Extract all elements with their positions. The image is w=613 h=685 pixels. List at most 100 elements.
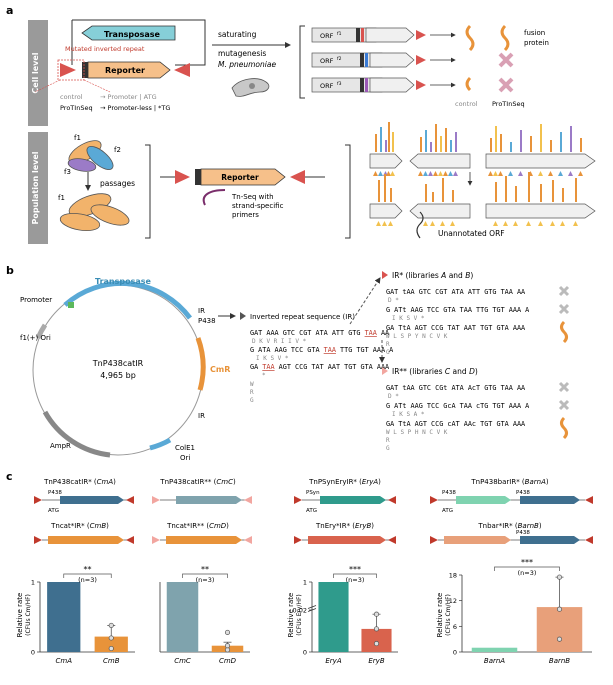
data-point: [556, 636, 563, 642]
track1-insertion-mark: [493, 171, 498, 176]
construct-barna: TnP438barIR* (BarnA) P438 P438 ATG: [430, 478, 593, 514]
irstar-seq-2: G ATt AAG TCC GTA TAA TTG TGT AAA A: [386, 306, 529, 314]
ir-left: [60, 63, 76, 77]
svg-text:Tncat*IR** (CmD): Tncat*IR** (CmD): [166, 522, 229, 530]
ir-title: Inverted repeat sequence (IR): [250, 313, 355, 321]
data-point: [224, 629, 231, 635]
tnseq-diagram: Reporter: [160, 168, 325, 206]
track1-insertion-mark: [498, 171, 503, 176]
plasmid-ori: Ori: [180, 454, 190, 462]
cell-level-label: Cell level: [31, 52, 40, 93]
track1-insertion-mark: [386, 171, 391, 176]
track1-insertion-mark: [373, 171, 378, 176]
y-tick-label: 1: [31, 579, 35, 587]
construct-barnb: Tnbar*IR* (BarnB) P438: [430, 522, 593, 544]
irstar-outcome-icons: [558, 285, 570, 344]
track1-read-bar: [455, 132, 457, 152]
organism-label: M. pneumoniae: [218, 60, 276, 69]
f-label-3: f3: [64, 168, 71, 176]
significance-stars: ***: [521, 558, 533, 567]
plasmid-transposase: Transposase: [95, 277, 152, 286]
tnseq-line-2: strand-specific: [232, 202, 284, 210]
ir-seq-3-stop: TAA: [262, 363, 274, 371]
track1-read-bar: [490, 138, 492, 152]
x-tick-label: BarnA: [484, 657, 505, 665]
x-tick-label: CmC: [174, 657, 191, 665]
svg-text:TnPSynEryIR* (EryA): TnPSynEryIR* (EryA): [308, 478, 381, 486]
construct-cmd: Tncat*IR** (CmD): [152, 522, 252, 544]
orf-label-1: ORF: [320, 32, 334, 40]
track2-read-bar: [575, 178, 577, 202]
data-point: [224, 643, 231, 649]
track2-insertion-mark: [550, 221, 555, 226]
x-tick-label: CmD: [219, 657, 237, 665]
protinseq-col-label: ProTInSeq: [492, 100, 525, 108]
ir-seq-3-pre: GA: [250, 363, 262, 371]
svg-text:P438: P438: [442, 490, 456, 496]
irstar2-aa-2: I K S A *: [392, 411, 425, 418]
reporter-arrow: [87, 61, 171, 79]
track1-insertion-mark: [518, 171, 523, 176]
irstar2-seq-1: GAT tAA GTC CGt ATA AcT GTG TAA AA: [386, 384, 525, 392]
svg-text:TnP438catIR* (CmA): TnP438catIR* (CmA): [43, 478, 116, 486]
track2-read-bar: [442, 178, 444, 202]
svg-text:P438: P438: [516, 490, 530, 496]
track1-read-bar: [500, 134, 502, 152]
svg-text:ATG: ATG: [48, 508, 59, 514]
axis-break: [307, 605, 317, 612]
ir-aa-2: I K S V *: [256, 355, 289, 362]
track2-read-bar: [390, 188, 392, 202]
track2-insertion-mark: [503, 221, 508, 226]
significance-stars: **: [201, 565, 209, 574]
svg-text:GA TAA AGT CCG TAT AAT TGT GTA: GA TAA AGT CCG TAT AAT TGT GTA AAA: [250, 363, 389, 371]
y-tick-label: 1: [303, 579, 307, 587]
bar-erya: [318, 582, 349, 652]
ir-seq-3-post: AGT CCG TAT AAT TGT GTA AAA: [275, 363, 390, 371]
svg-text:TnP438barIR* (BarnA): TnP438barIR* (BarnA): [470, 478, 549, 486]
f-label-4: f1: [58, 194, 65, 202]
cell-level-band: [28, 20, 48, 126]
track1-read-bar: [520, 130, 522, 152]
orf-row-1: ORF f1: [311, 27, 426, 43]
ir-aa-3: *: [262, 372, 266, 379]
track1-insertion-mark: [568, 171, 573, 176]
track2-insertion-mark: [382, 221, 387, 226]
svg-text:GAT AAA GTC CGT ATA ATT GTG TA: GAT AAA GTC CGT ATA ATT GTG TAA AA: [250, 329, 389, 337]
data-point: [373, 611, 380, 617]
ir-seq-1-pre: GAT AAA GTC CGT ATA ATT GTG: [250, 329, 365, 337]
track1-read-bar: [550, 140, 552, 152]
ir-extra-aa-2: R: [250, 389, 254, 396]
track2-read-bar: [425, 184, 427, 202]
track1-insertion-mark: [418, 171, 423, 176]
reporter-label-2: Reporter: [221, 173, 259, 182]
bar-cmc: [166, 582, 199, 652]
irstar2-title: IR** (libraries C and D): [392, 367, 478, 376]
track1-insertion-mark: [438, 171, 443, 176]
data-point: [556, 606, 563, 612]
genome-track-2: [369, 172, 596, 226]
track2-insertion-mark: [440, 221, 445, 226]
track2-insertion-mark: [538, 221, 543, 226]
track1-read-bar: [450, 140, 452, 152]
panel-a-letter: a: [6, 4, 13, 17]
control-line-a: control: [60, 93, 83, 101]
svg-text:TnEry*IR* (EryB): TnEry*IR* (EryB): [315, 522, 374, 530]
data-point: [373, 626, 380, 632]
track1-insertion-mark: [433, 171, 438, 176]
irstar2-extra-2: G: [386, 445, 390, 452]
track1-insertion-mark: [378, 171, 383, 176]
orf-sup-1: f1: [337, 31, 342, 37]
protinseq-line-a: ProTInSeq: [60, 104, 93, 112]
track2-read-bar: [528, 172, 530, 202]
svg-text:Tncat*IR* (CmB): Tncat*IR* (CmB): [50, 522, 109, 530]
bar-barnb: [536, 607, 583, 652]
track2-insertion-mark: [423, 221, 428, 226]
transposon-diagram: Transposase Mutated inverted repeat Repo…: [34, 19, 206, 93]
construct-cmb: Tncat*IR* (CmB): [34, 522, 134, 544]
plasmid-name: TnP438catIR: [92, 359, 144, 368]
track2-read-bar: [432, 192, 434, 202]
data-point: [108, 622, 114, 628]
